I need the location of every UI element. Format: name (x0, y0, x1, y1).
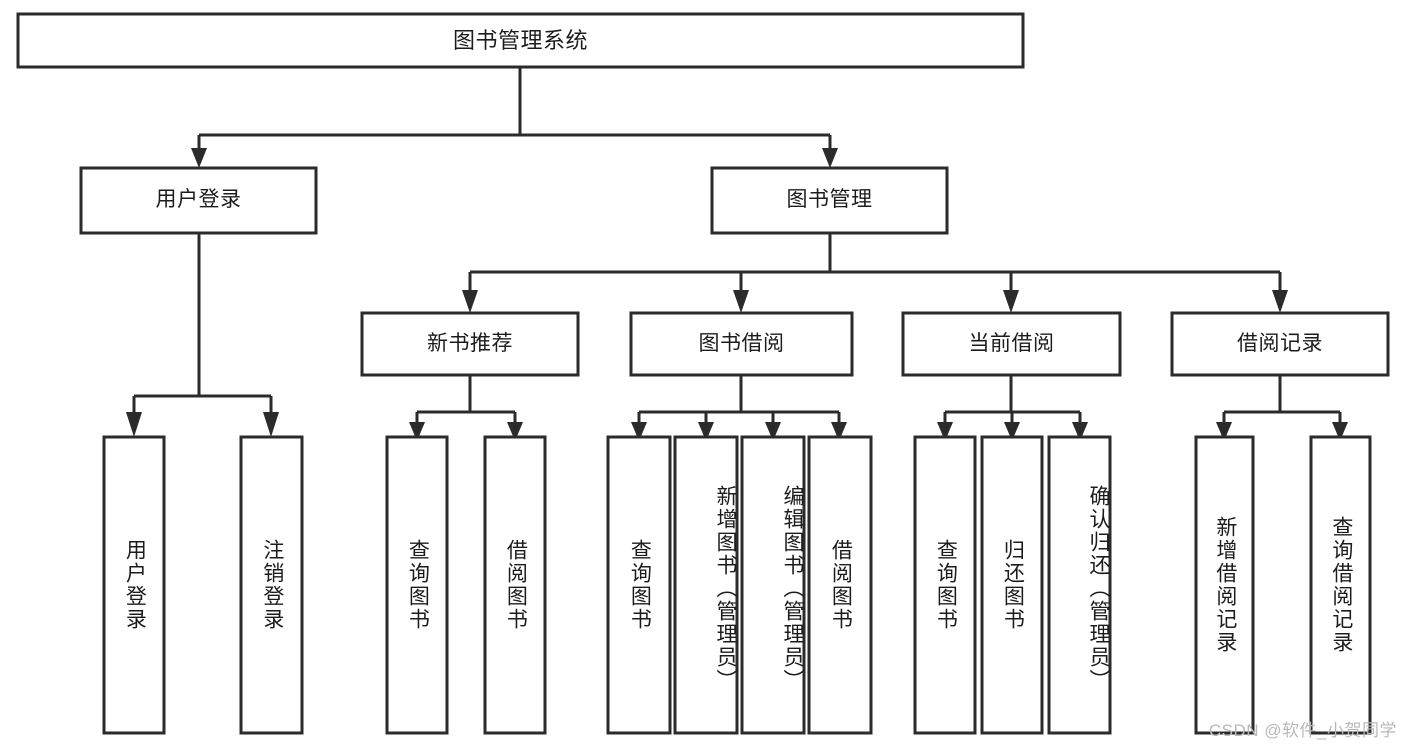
arrow-head-new-book-recommend (462, 290, 478, 313)
arrow-head-leaf-query-book-1 (409, 422, 425, 441)
node-box-leaf-user-logout[interactable] (239, 435, 304, 735)
arrow-head-leaf-borrow-book-2 (831, 422, 847, 441)
node-box-book-manage[interactable] (710, 166, 949, 235)
node-box-leaf-query-book-3[interactable] (913, 435, 977, 735)
node-box-leaf-borrow-book-1[interactable] (483, 435, 547, 735)
node-box-leaf-return-book[interactable] (980, 435, 1044, 735)
node-box-leaf-query-book-1[interactable] (385, 435, 449, 735)
arrow-head-leaf-return-book (1004, 422, 1020, 441)
node-box-leaf-add-book[interactable] (673, 435, 739, 735)
arrow-head-leaf-add-book (698, 422, 714, 441)
arrow-head-leaf-borrow-book-1 (507, 422, 523, 441)
arrow-head-leaf-query-book-2 (631, 422, 647, 441)
arrow-head-leaf-add-record (1216, 422, 1232, 441)
arrow-head-book-manage (822, 148, 838, 168)
arrow-head-leaf-user-login (126, 412, 142, 437)
arrow-head-book-borrow (733, 290, 749, 313)
node-box-new-book-recommend[interactable] (360, 311, 580, 377)
arrow-head-borrow-record (1272, 290, 1288, 313)
arrow-head-leaf-query-record (1332, 422, 1348, 441)
arrow-head-leaf-query-book-3 (937, 422, 953, 441)
node-box-leaf-edit-book[interactable] (740, 435, 806, 735)
connector-group-new-book-recommend (409, 375, 523, 441)
arrow-head-leaf-user-logout (263, 412, 279, 437)
node-box-leaf-query-book-2[interactable] (606, 435, 672, 735)
node-box-leaf-add-record[interactable] (1194, 435, 1255, 735)
arrow-head-user-login (191, 148, 207, 168)
node-box-leaf-user-login[interactable] (102, 435, 166, 735)
watermark: CSDN @软件_小贺同学 (1208, 721, 1397, 740)
arrow-head-current-borrow (1003, 290, 1019, 313)
connector-group-book-manage (462, 233, 1288, 313)
node-box-leaf-confirm-return[interactable] (1047, 435, 1112, 735)
arrow-head-leaf-edit-book (765, 422, 781, 441)
connector-group-book-borrow (631, 375, 847, 441)
connector-group-user-login (126, 233, 279, 437)
connector-group-current-borrow (937, 375, 1088, 441)
node-box-borrow-record[interactable] (1170, 311, 1390, 377)
node-box-leaf-borrow-book-2[interactable] (807, 435, 873, 735)
node-box-current-borrow[interactable] (901, 311, 1122, 377)
node-box-root[interactable] (16, 12, 1025, 69)
node-box-leaf-query-record[interactable] (1309, 435, 1372, 735)
connector-group-borrow-record (1216, 375, 1348, 441)
arrow-head-leaf-confirm-return (1072, 422, 1088, 441)
node-box-book-borrow[interactable] (629, 311, 854, 377)
connector-group-root (191, 67, 838, 168)
node-box-user-login[interactable] (79, 166, 318, 235)
